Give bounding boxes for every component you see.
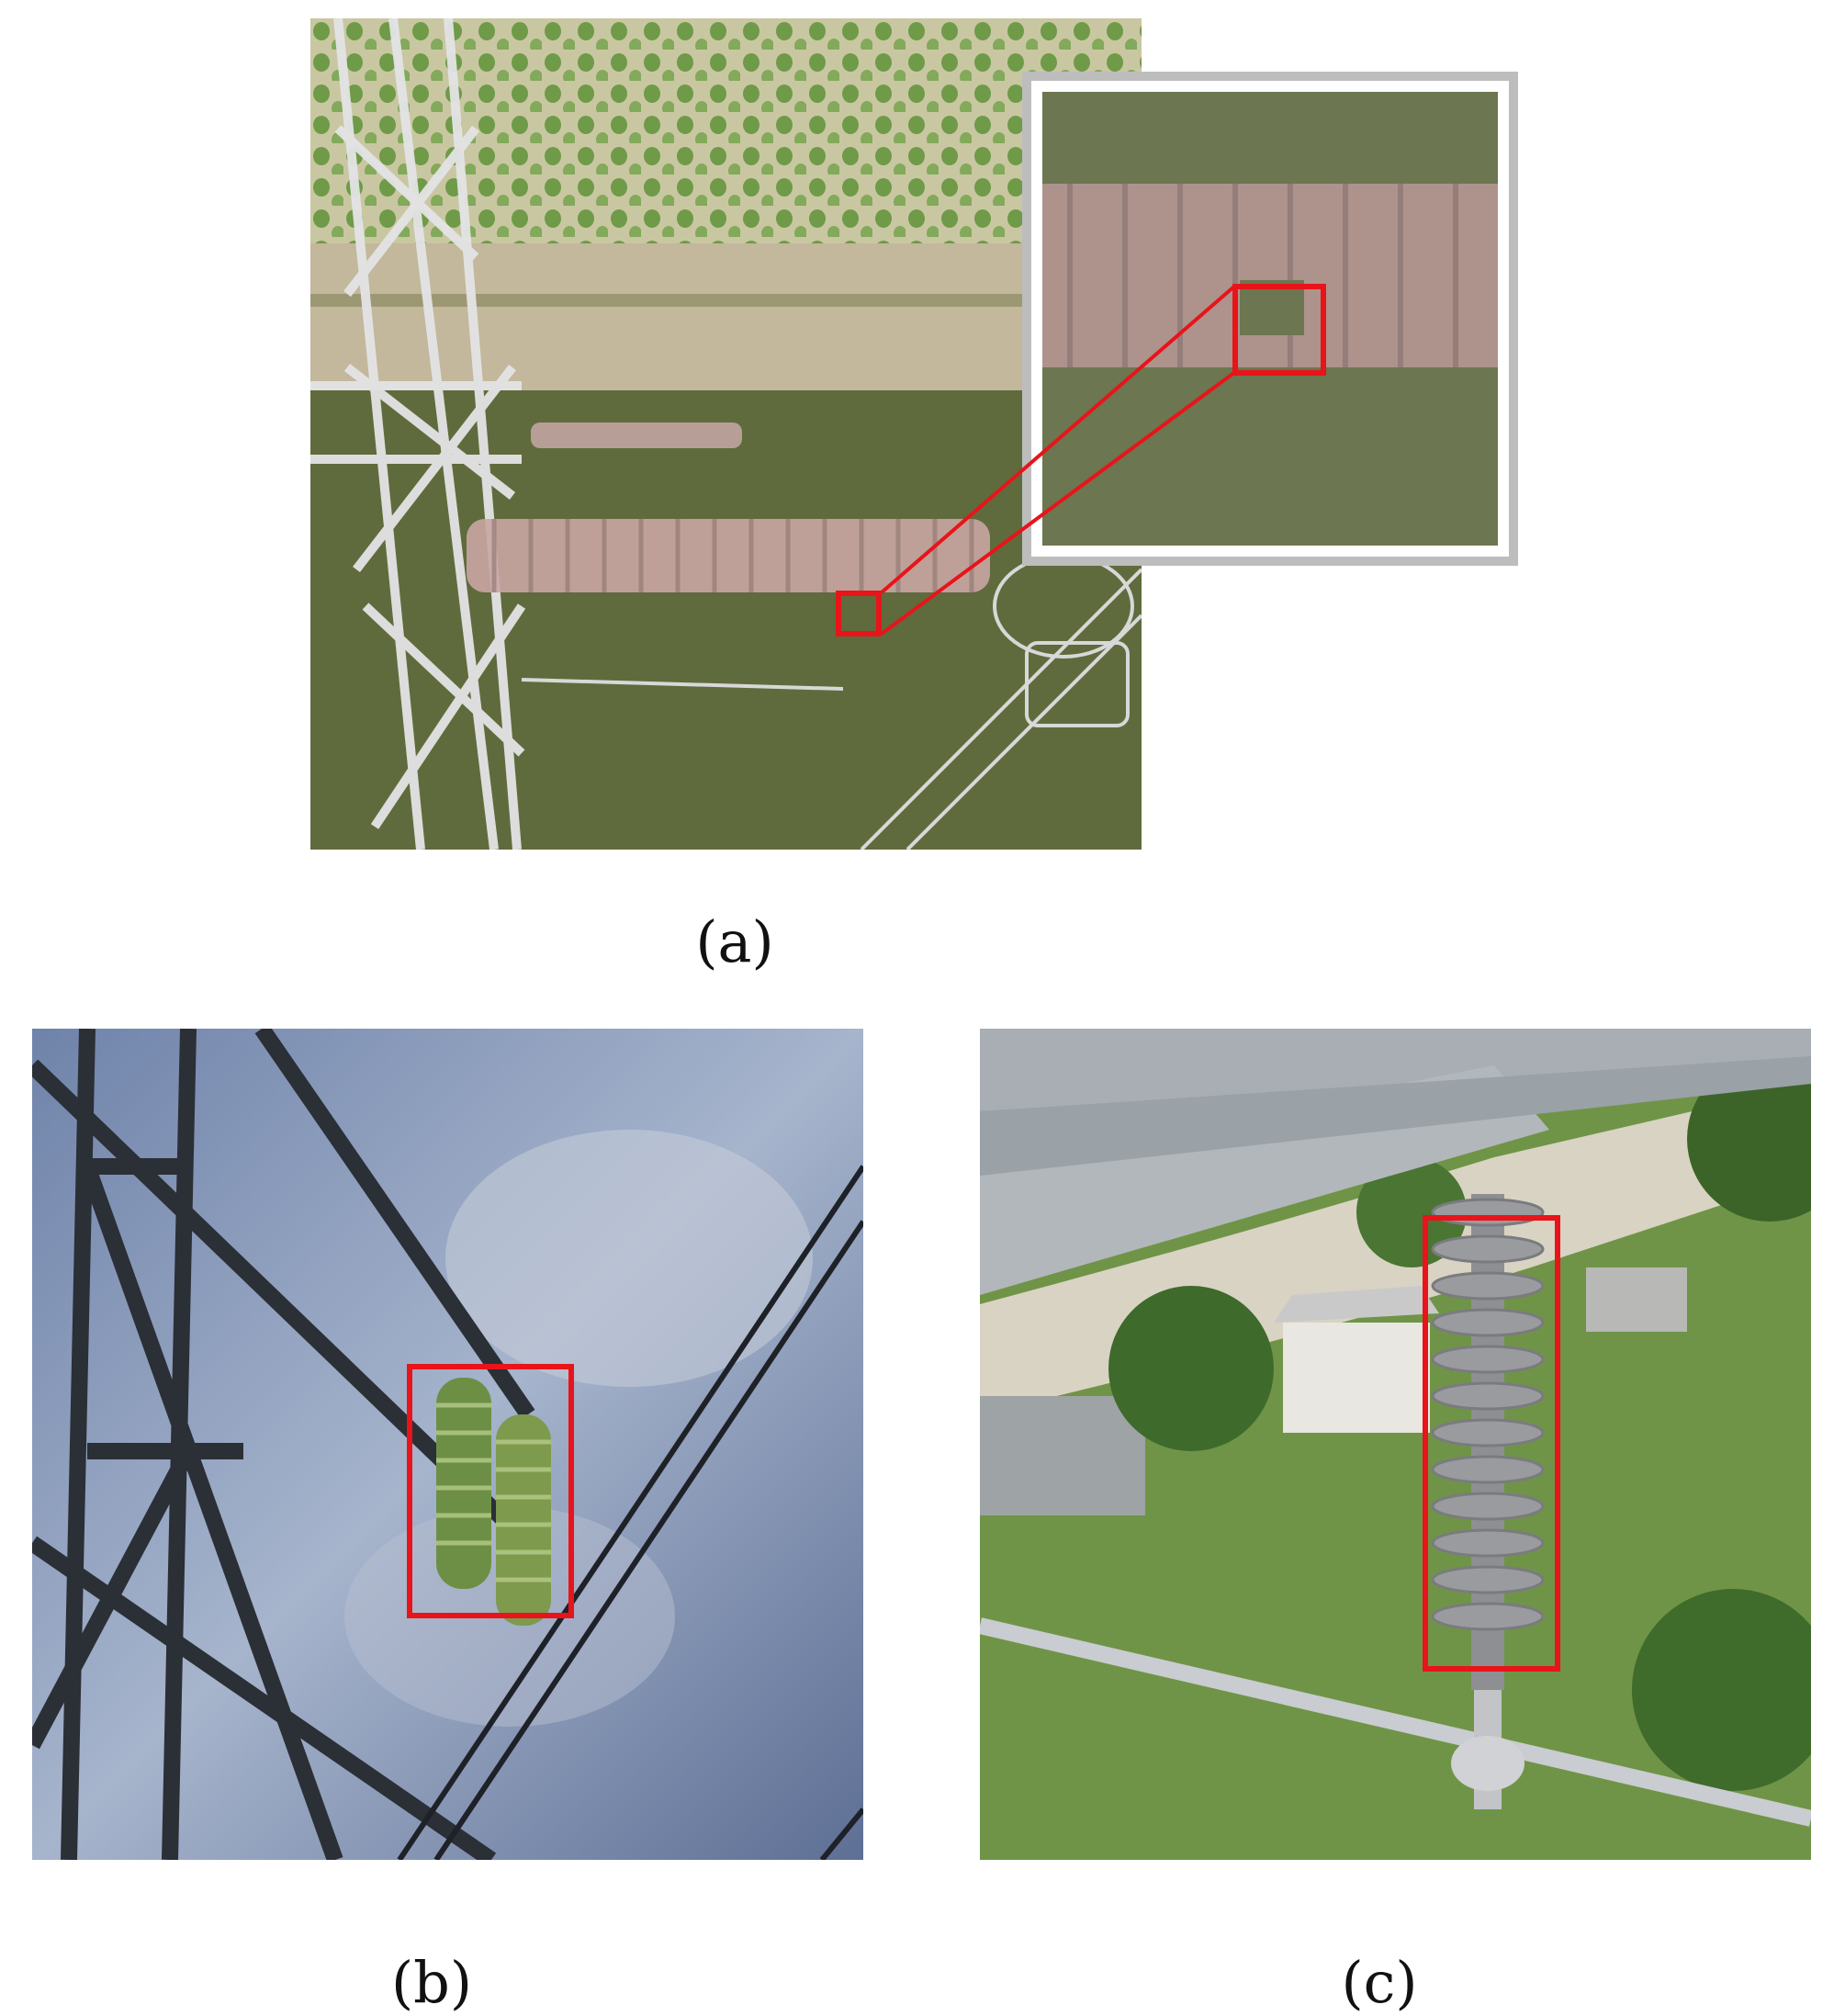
- insulator-marker-box-c: [1423, 1215, 1560, 1672]
- photo-c-composite-insulator: [980, 1029, 1811, 1860]
- defect-marker-box-a: [836, 591, 882, 636]
- caption-a: (a): [695, 908, 774, 975]
- insulator-marker-box-b: [407, 1364, 574, 1618]
- caption-c: (c): [1341, 1949, 1418, 2016]
- caption-b: (b): [390, 1949, 473, 2016]
- photo-b-glass-insulator: [32, 1029, 863, 1860]
- photo-a-aerial-insulator: [310, 18, 1142, 850]
- defect-marker-box-inset: [1232, 284, 1326, 376]
